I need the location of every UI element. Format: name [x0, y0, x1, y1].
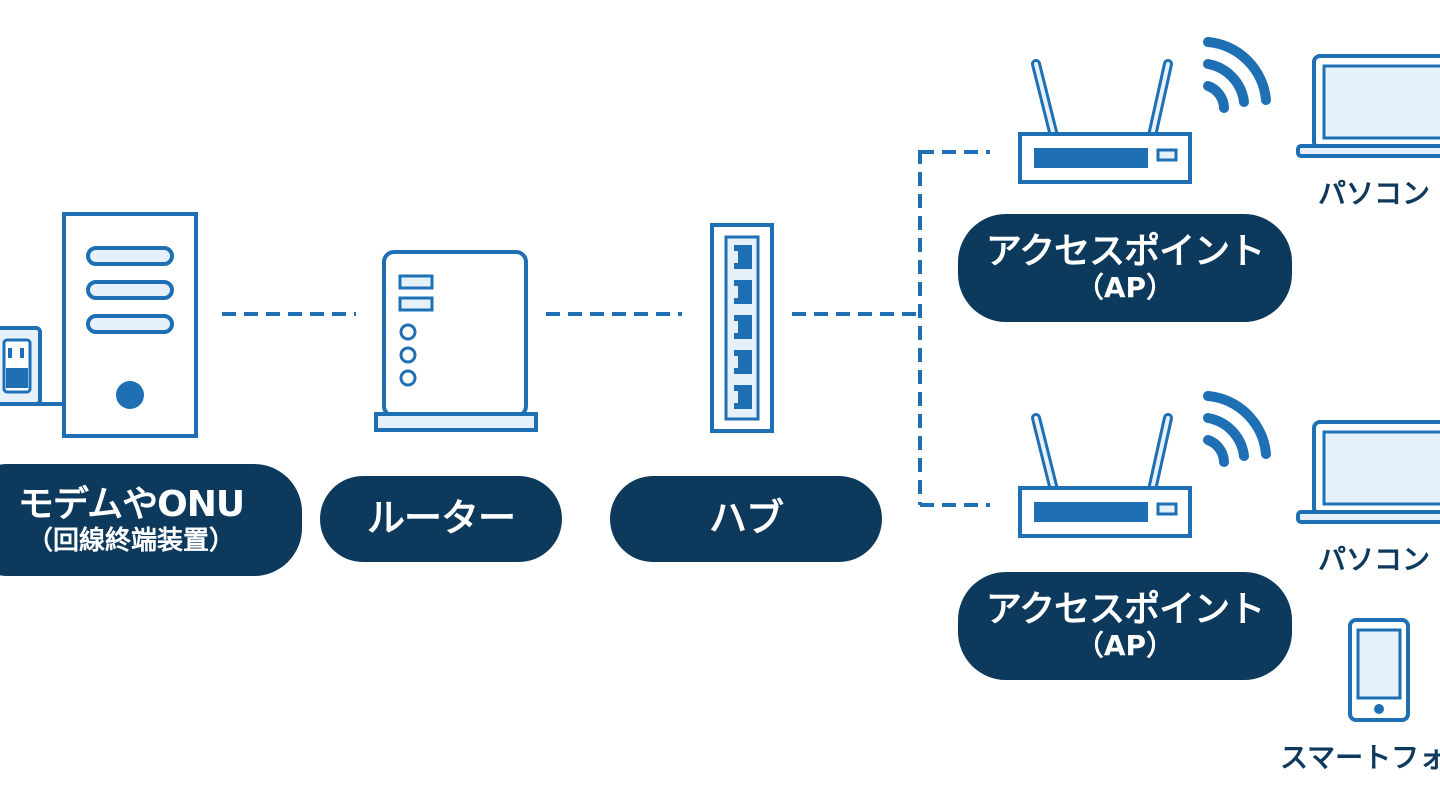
- pc-top-label: パソコン: [1318, 177, 1431, 210]
- ap-top-label-pill: アクセスポイント （AP）: [958, 214, 1292, 322]
- laptop-icon-top: [1296, 54, 1440, 158]
- laptop-icon-bottom: [1296, 420, 1440, 524]
- router-label: ルーター: [366, 496, 516, 541]
- modem-sublabel: （回線終端装置）: [26, 525, 235, 556]
- ap-top-label: アクセスポイント: [985, 230, 1265, 272]
- router-box-icon: [374, 250, 538, 432]
- modem-label: モデムやONU: [17, 483, 245, 525]
- hub-label-pill: ハブ: [610, 476, 882, 562]
- hub-label: ハブ: [708, 496, 784, 541]
- ap-bottom-label-pill: アクセスポイント （AP）: [958, 572, 1292, 680]
- ap-top-sublabel: （AP）: [1075, 271, 1175, 305]
- modem-tower-icon: [0, 212, 198, 438]
- ap-bottom-label: アクセスポイント: [985, 588, 1265, 630]
- wireless-ap-icon-bottom: [1018, 391, 1271, 538]
- wireless-ap-icon-top: [1018, 37, 1271, 184]
- phone-label: スマートフォ: [1280, 741, 1440, 774]
- wifi-signal-icon: [1203, 391, 1271, 467]
- modem-label-pill: モデムやONU （回線終端装置）: [0, 464, 302, 576]
- ap-bottom-sublabel: （AP）: [1075, 629, 1175, 663]
- pc-bottom-label: パソコン: [1318, 543, 1431, 576]
- connector-lines: [222, 150, 990, 507]
- smartphone-icon: [1348, 618, 1410, 722]
- wifi-signal-icon: [1203, 37, 1271, 113]
- router-label-pill: ルーター: [320, 476, 562, 562]
- hub-ports-icon: [710, 223, 774, 433]
